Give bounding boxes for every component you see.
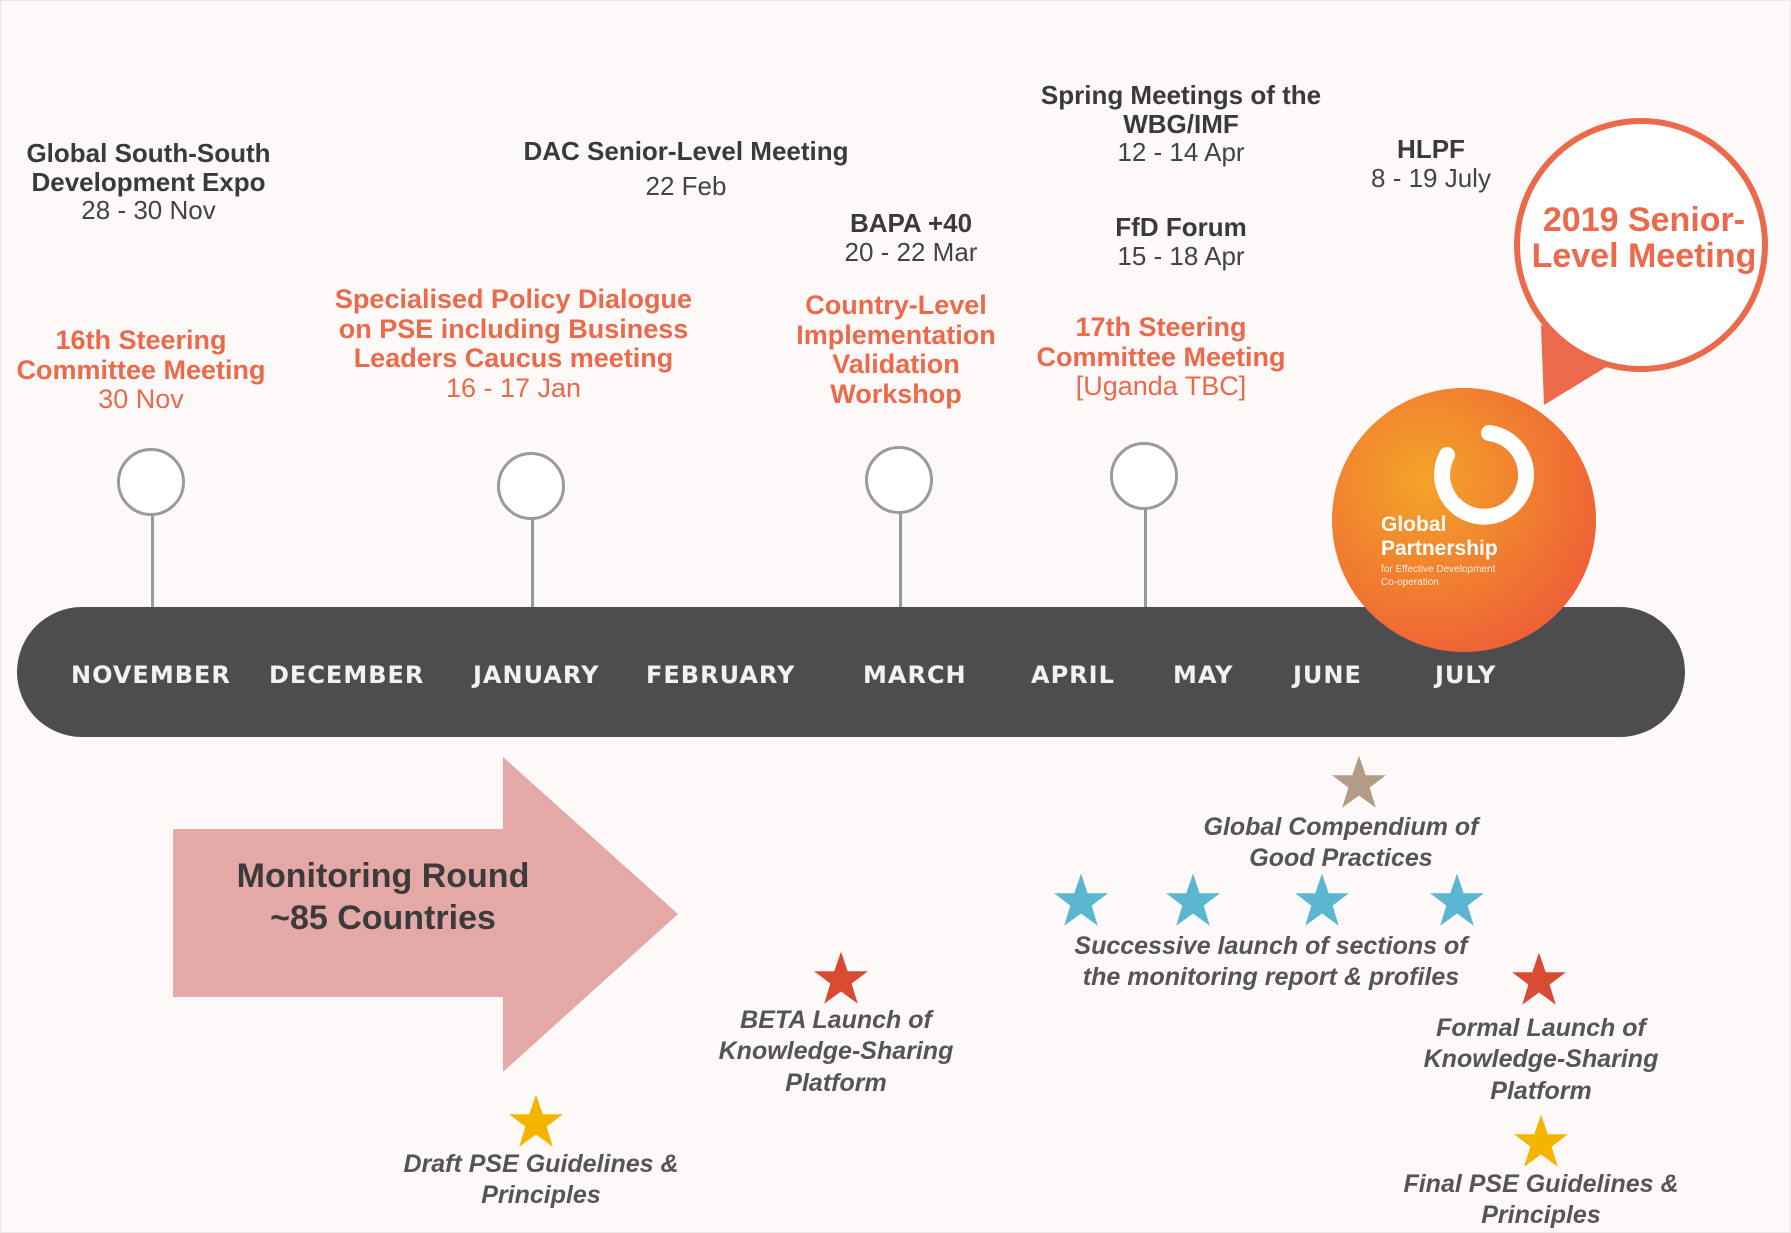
event-south-south-expo: Global South-South Development Expo 28 -… — [11, 139, 286, 225]
event-title: Validation — [832, 349, 960, 380]
event-title: Specialised Policy Dialogue — [334, 284, 693, 314]
logo-tagline-2: Co-operation — [1381, 577, 1439, 588]
milestone-text: Global Compendium of — [1203, 813, 1479, 841]
star-icon — [1054, 873, 1108, 926]
milestone-text: Knowledge-Sharing — [718, 1037, 954, 1066]
milestone-formal-launch: Formal Launch of Knowledge-Sharing Platf… — [1391, 1013, 1691, 1107]
milestone-global-compendium: Global Compendium of Good Practices — [1171, 812, 1511, 875]
milestone-draft-pse: Draft PSE Guidelines & Principles — [371, 1149, 711, 1212]
pin-circle-icon — [117, 448, 185, 516]
star-icon — [1332, 755, 1386, 808]
event-hlpf: HLPF 8 - 19 July — [1341, 135, 1521, 192]
milestone-text: Successive launch of sections of — [1074, 932, 1468, 960]
pin-stem — [899, 513, 902, 611]
month-label: JUNE — [1293, 661, 1362, 689]
event-title: on PSE including Business — [338, 313, 689, 344]
pin-circle-icon — [1110, 442, 1178, 510]
month-label: MAY — [1173, 661, 1234, 689]
star-icon — [1295, 873, 1349, 926]
milestone-successive-launch: Successive launch of sections of the mon… — [1031, 931, 1511, 994]
logo-name-2: Partnership — [1381, 537, 1498, 560]
event-date: 20 - 22 Mar — [844, 236, 978, 267]
milestone-beta-launch: BETA Launch of Knowledge-Sharing Platfor… — [691, 1005, 981, 1099]
milestone-text: Knowledge-Sharing — [1423, 1045, 1659, 1074]
event-title: Spring Meetings of the — [1040, 80, 1322, 110]
month-label: APRIL — [1031, 661, 1115, 689]
month-label: JULY — [1435, 661, 1497, 689]
event-16th-steering-committee: 16th Steering Committee Meeting 30 Nov — [6, 325, 276, 415]
milestone-final-pse: Final PSE Guidelines & Principles — [1376, 1169, 1706, 1232]
event-title: FfD Forum — [1115, 212, 1247, 242]
event-title: Global South-South — [26, 138, 271, 168]
event-title: Implementation — [796, 319, 996, 350]
monitoring-line-1: Monitoring Round — [237, 857, 530, 895]
logo-name-1: Global — [1381, 513, 1446, 536]
event-title: Workshop — [830, 379, 962, 410]
milestone-text: Platform — [785, 1068, 887, 1097]
event-title: Committee Meeting — [16, 354, 266, 385]
month-label: JANUARY — [473, 661, 600, 689]
milestone-text: the monitoring report & profiles — [1082, 963, 1460, 992]
event-date: 8 - 19 July — [1371, 162, 1491, 193]
star-icon — [509, 1094, 563, 1147]
event-title: 16th Steering — [55, 325, 227, 355]
event-date: 15 - 18 Apr — [1117, 240, 1245, 271]
logo-tagline-1: for Effective Development — [1381, 564, 1496, 575]
event-spring-meetings: Spring Meetings of the WBG/IMF 12 - 14 A… — [1021, 81, 1341, 167]
callout-line-1: 2019 Senior- — [1543, 201, 1745, 239]
gpedc-logo-icon: Global Partnership for Effective Develop… — [1332, 388, 1596, 652]
milestone-text: Platform — [1490, 1076, 1592, 1105]
event-date: 30 Nov — [98, 384, 184, 415]
event-title: Leaders Caucus meeting — [353, 343, 674, 374]
senior-level-meeting-callout: 2019 Senior- Level Meeting — [1514, 118, 1768, 405]
milestone-text: Principles — [481, 1181, 601, 1210]
event-title: Committee Meeting — [1036, 341, 1286, 372]
callout-circle — [1514, 118, 1768, 372]
event-date: 28 - 30 Nov — [81, 195, 216, 226]
star-icon — [1430, 873, 1484, 926]
event-date: 16 - 17 Jan — [445, 373, 582, 404]
callout-line-2: Level Meeting — [1532, 237, 1757, 275]
milestone-text: Principles — [1481, 1201, 1601, 1230]
event-title: HLPF — [1397, 134, 1465, 164]
star-icon — [1512, 952, 1566, 1005]
event-date: 22 Feb — [645, 170, 727, 201]
event-title: Country-Level — [805, 290, 987, 320]
month-label: FEBRUARY — [646, 661, 796, 689]
star-icon — [1514, 1114, 1568, 1167]
pin-stem — [531, 519, 534, 611]
event-ffd-forum: FfD Forum 15 - 18 Apr — [1081, 213, 1281, 270]
callout-pointer — [1541, 325, 1616, 405]
event-title: WBG/IMF — [1123, 108, 1239, 139]
milestone-text: BETA Launch of — [740, 1006, 932, 1034]
milestone-text: Draft PSE Guidelines & — [403, 1150, 679, 1178]
pin-circle-icon — [497, 452, 565, 520]
month-label: MARCH — [863, 661, 967, 689]
monitoring-round-arrow: Monitoring Round ~85 Countries — [173, 757, 678, 1072]
month-label: DECEMBER — [269, 661, 425, 689]
milestone-text: Formal Launch of — [1436, 1014, 1646, 1042]
milestone-text: Good Practices — [1249, 844, 1433, 873]
pin-circle-icon — [865, 446, 933, 514]
star-icon — [1166, 873, 1220, 926]
event-date: [Uganda TBC] — [1075, 371, 1247, 402]
event-title: 17th Steering — [1075, 312, 1247, 342]
event-title: DAC Senior-Level Meeting — [523, 136, 849, 166]
event-title: Development Expo — [31, 166, 266, 197]
milestone-text: Final PSE Guidelines & — [1403, 1170, 1679, 1198]
event-bapa: BAPA +40 20 - 22 Mar — [821, 209, 1001, 266]
pin-stem — [1144, 509, 1147, 611]
event-17th-steering-committee: 17th Steering Committee Meeting [Uganda … — [1026, 312, 1296, 402]
month-label: NOVEMBER — [71, 661, 231, 689]
star-icon — [814, 951, 868, 1004]
event-date: 12 - 14 Apr — [1117, 137, 1245, 168]
event-country-level-workshop: Country-Level Implementation Validation … — [786, 290, 1006, 410]
monitoring-line-2: ~85 Countries — [270, 899, 496, 937]
event-dac-meeting: DAC Senior-Level Meeting 22 Feb — [501, 137, 871, 200]
event-policy-dialogue: Specialised Policy Dialogue on PSE inclu… — [321, 284, 706, 404]
event-title: BAPA +40 — [849, 208, 973, 238]
pin-stem — [151, 515, 154, 611]
